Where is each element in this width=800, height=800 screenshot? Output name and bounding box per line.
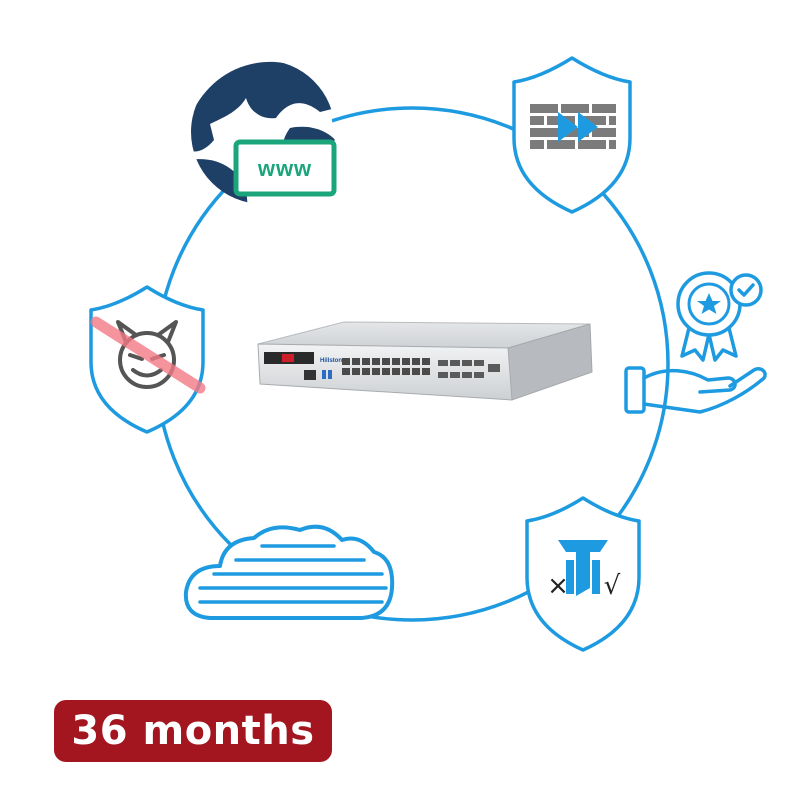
shield-blocked-devil-icon — [89, 285, 206, 434]
award-hand-icon — [624, 271, 767, 414]
globe-www-icon: www — [191, 61, 337, 204]
www-label: www — [257, 156, 312, 181]
duration-badge: 36 months — [54, 700, 332, 762]
duration-label: 36 months — [71, 708, 315, 754]
cloud-icon — [183, 524, 395, 620]
reject-mark: × — [547, 571, 569, 601]
firewall-appliance: Hillstone — [257, 321, 593, 401]
forward-arrow-icon — [578, 112, 598, 142]
device-brand: Hillstone — [320, 358, 346, 364]
checkmark-icon — [737, 283, 755, 297]
filter-funnel-icon — [558, 540, 608, 596]
accept-mark: √ — [604, 571, 621, 601]
blocked-strike — [90, 316, 206, 394]
forward-arrow-icon — [558, 112, 578, 142]
shield-firewall-icon — [512, 56, 632, 214]
star-icon — [697, 293, 721, 314]
ethernet-ports — [342, 358, 430, 375]
shield-filter-icon: × √ — [525, 496, 641, 652]
sfp-ports — [438, 360, 500, 378]
